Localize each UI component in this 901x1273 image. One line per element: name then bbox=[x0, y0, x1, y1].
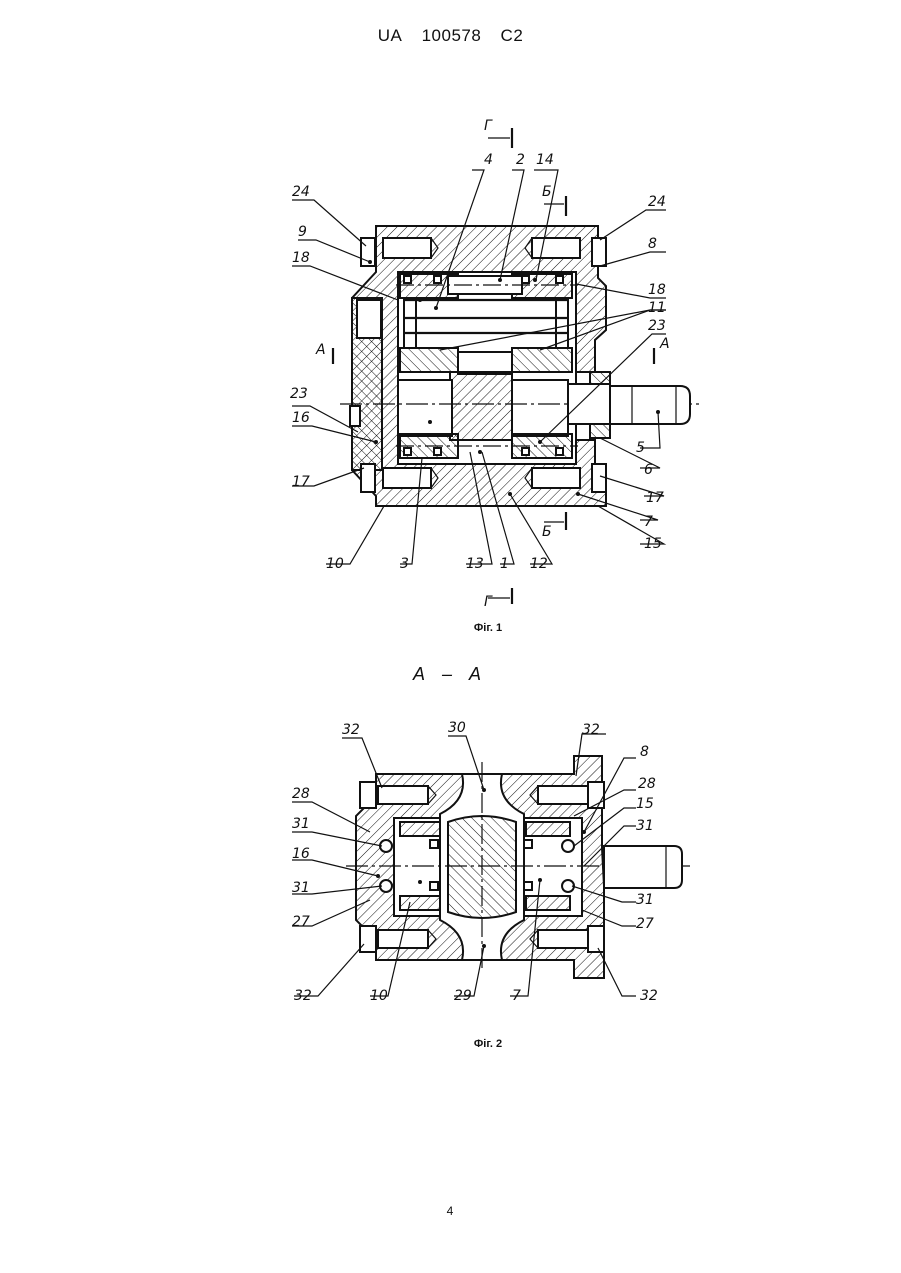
fig2-label-32-bottom-left: 32 bbox=[294, 988, 312, 1004]
fig1-section-b-top: Б bbox=[542, 184, 552, 200]
fig2-label-16: 16 bbox=[292, 846, 310, 862]
fig1-label-1: 1 bbox=[500, 556, 509, 572]
fig2-label-7: 7 bbox=[512, 988, 521, 1004]
fig2-label-10: 10 bbox=[370, 988, 388, 1004]
figure-1-caption: Фіг. 1 bbox=[428, 622, 548, 634]
fig2-label-31-left-a: 31 bbox=[292, 816, 310, 832]
fig1-label-15: 15 bbox=[644, 536, 662, 552]
fig2-label-31-right-a: 31 bbox=[636, 818, 654, 834]
fig2-label-29: 29 bbox=[454, 988, 472, 1004]
fig1-label-8: 8 bbox=[648, 236, 657, 252]
fig2-label-31-right-b: 31 bbox=[636, 892, 654, 908]
fig1-section-mark-bottom: Г bbox=[484, 594, 493, 610]
fig2-label-8: 8 bbox=[640, 744, 649, 760]
fig1-label-4: 4 bbox=[484, 152, 493, 168]
fig2-label-31-left-b: 31 bbox=[292, 880, 310, 896]
fig1-label-23-right: 23 bbox=[648, 318, 666, 334]
fig1-label-11: 11 bbox=[648, 300, 666, 316]
figure-2-section-title: А – А bbox=[390, 664, 510, 685]
fig1-label-14: 14 bbox=[536, 152, 554, 168]
fig1-label-5: 5 bbox=[636, 440, 645, 456]
fig2-label-27-left: 27 bbox=[292, 914, 310, 930]
fig1-label-2: 2 bbox=[516, 152, 525, 168]
fig1-label-12: 12 bbox=[530, 556, 548, 572]
fig2-label-15: 15 bbox=[636, 796, 654, 812]
fig2-label-28-right: 28 bbox=[638, 776, 656, 792]
fig1-section-a-left: А bbox=[315, 342, 326, 358]
fig2-label-32-bottom-right: 32 bbox=[640, 988, 658, 1004]
fig1-section-mark-top: Г bbox=[484, 118, 493, 134]
fig1-label-23-left: 23 bbox=[290, 386, 308, 402]
fig1-label-24-left: 24 bbox=[292, 184, 310, 200]
fig2-label-28-left: 28 bbox=[292, 786, 310, 802]
fig1-label-9: 9 bbox=[298, 224, 307, 240]
fig1-label-18-left: 18 bbox=[292, 250, 310, 266]
fig1-label-3: 3 bbox=[400, 556, 409, 572]
fig1-label-18-right: 18 bbox=[648, 282, 666, 298]
fig1-label-17-right: 17 bbox=[646, 490, 664, 506]
figure-2-drawing: 32 30 32 8 28 31 15 28 31 16 31 27 31 27… bbox=[292, 720, 690, 1004]
fig1-label-13: 13 bbox=[466, 556, 484, 572]
fig1-section-b-bottom: Б bbox=[542, 524, 552, 540]
fig1-label-16: 16 bbox=[292, 410, 310, 426]
fig1-label-17-left: 17 bbox=[292, 474, 310, 490]
fig1-section-a-right: А bbox=[659, 336, 670, 352]
fig2-label-32-top-left: 32 bbox=[342, 722, 360, 738]
fig1-label-6: 6 bbox=[644, 462, 653, 478]
fig1-label-24-right: 24 bbox=[648, 194, 666, 210]
figure-1-drawing: 4 2 14 24 24 9 8 18 18 11 23 23 16 5 6 1… bbox=[290, 118, 700, 610]
fig1-label-7: 7 bbox=[644, 514, 653, 530]
page-number: 4 bbox=[440, 1204, 460, 1218]
fig2-label-30: 30 bbox=[448, 720, 466, 736]
fig2-label-27-right: 27 bbox=[636, 916, 654, 932]
fig2-label-32-top-right: 32 bbox=[582, 722, 600, 738]
figure-2-caption: Фіг. 2 bbox=[428, 1038, 548, 1050]
fig1-label-10: 10 bbox=[326, 556, 344, 572]
